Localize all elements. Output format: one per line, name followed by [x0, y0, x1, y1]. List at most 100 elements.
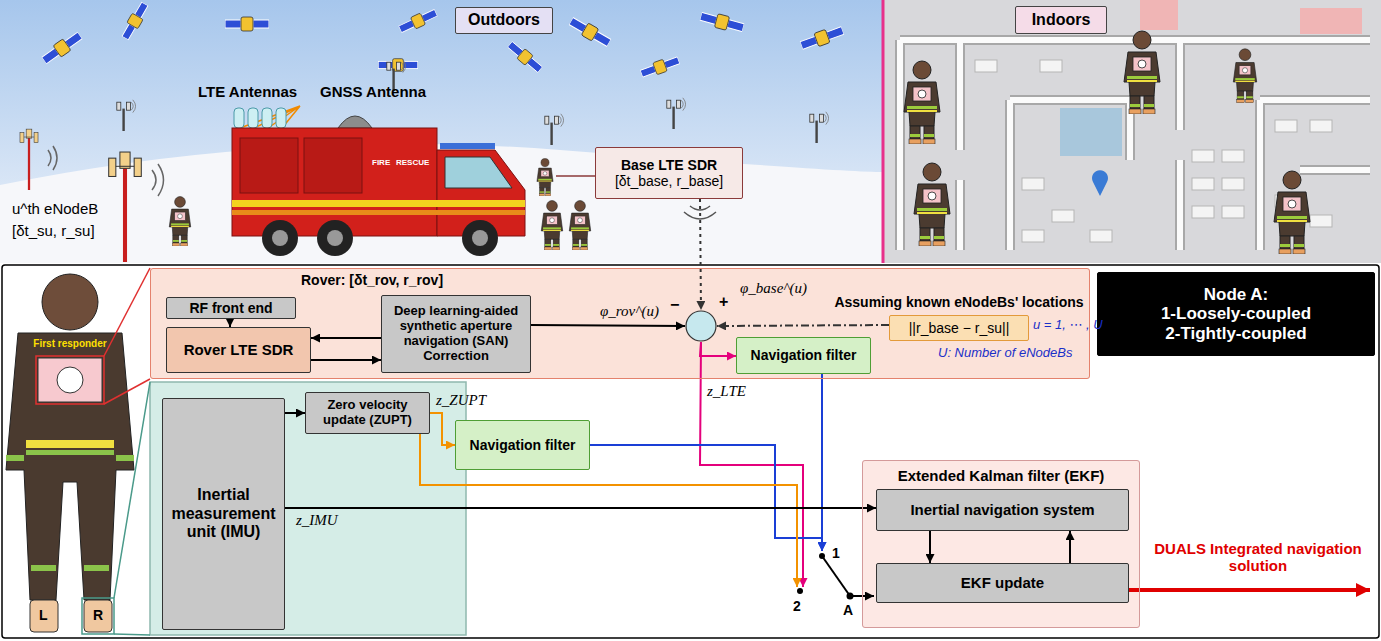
- fire-truck: [276, 108, 286, 128]
- first-responder-figure: [26, 440, 114, 448]
- first-responder-figure: [30, 600, 58, 632]
- junction-outline: [685, 310, 717, 342]
- box-label: Navigation filter: [470, 437, 576, 453]
- outdoor-scene: [667, 98, 686, 129]
- fire-truck: [232, 106, 525, 256]
- outdoor-scene: [0, 0, 883, 263]
- outdoor-scene: [40, 30, 84, 67]
- ekf-panel: Extended Kalman filter (EKF)Inertial nav…: [862, 460, 1140, 628]
- connector: [229, 319, 231, 327]
- indoor-floorplan: [1310, 120, 1332, 132]
- fire-truck: [338, 116, 372, 128]
- process-box: RF front end: [166, 297, 296, 319]
- panel-background: [862, 460, 1140, 628]
- connector: [821, 374, 823, 551]
- boot-label: R: [93, 607, 103, 623]
- indoor-floorplan: [1140, 0, 1178, 30]
- fire-truck: [248, 108, 258, 128]
- fire-truck: [440, 143, 495, 149]
- indoor-floorplan: [914, 163, 950, 246]
- connector: [531, 325, 685, 326]
- illustration: [2, 265, 1379, 638]
- connector: [311, 337, 381, 339]
- indoor-floorplan: [1274, 171, 1310, 254]
- box-label: 2-Tightly-coupled: [1165, 324, 1306, 344]
- box-label: Deep learning-aided synthetic aperture n…: [387, 304, 525, 364]
- signal-label: z_LTE: [707, 383, 746, 400]
- rover-panel: Rover: [δt_rov, r_rov] RF front endRover …: [150, 268, 1090, 379]
- fire-truck: [327, 230, 343, 246]
- connector: [700, 199, 701, 310]
- panel-heading: Assuming known eNodeBs' locations: [834, 294, 1083, 310]
- index-note: U: Number of eNodeBs: [938, 346, 1072, 361]
- sdr-box: Base LTE SDR[δt_base, r_base]: [595, 147, 743, 199]
- switch-pin: A: [843, 602, 853, 618]
- panel-heading: Rover: [δt_rov, r_rov]: [301, 272, 443, 288]
- indoor-floorplan: [1222, 206, 1244, 218]
- fire-truck: [240, 138, 298, 193]
- first-responder-figure: [6, 455, 24, 461]
- indoor-floorplan: [1092, 170, 1108, 196]
- box-label: ||r_base − r_su||: [909, 320, 1010, 336]
- outdoor-scene: [225, 17, 269, 31]
- scene-label: Indoors: [1015, 6, 1107, 34]
- sign-symbol: −: [670, 297, 679, 313]
- outdoor-scene: [117, 100, 136, 131]
- first-responder-figure: [116, 455, 134, 461]
- indoor-floorplan: [1060, 108, 1122, 156]
- first-responder-figure: [104, 379, 150, 404]
- outdoor-scene: [169, 197, 190, 246]
- indoor-floorplan: [975, 60, 997, 72]
- fire-truck: [262, 108, 272, 128]
- signal-label: z_IMU: [296, 512, 338, 529]
- outdoor-scene: [541, 201, 562, 250]
- fire-truck: [317, 220, 353, 256]
- box-label: Rover LTE SDR: [184, 341, 294, 358]
- process-box: Zero velocity update (ZUPT): [305, 392, 430, 434]
- antenna-label: LTE Antennas: [198, 83, 297, 100]
- box-label: [δt_base, r_base]: [615, 173, 723, 189]
- indoor-floorplan: [1052, 210, 1074, 222]
- outdoor-scene: [109, 152, 142, 262]
- box-label: Node A:: [1204, 285, 1269, 305]
- first-responder-figure: [82, 598, 114, 634]
- outdoor-scene: [48, 146, 164, 196]
- first-responder-figure: [6, 268, 150, 635]
- fire-truck: [462, 220, 498, 256]
- indoor-floorplan: [904, 61, 940, 144]
- first-responder-figure: [38, 358, 102, 402]
- first-responder-figure: [6, 333, 134, 600]
- switch-pin: 2: [793, 598, 801, 614]
- switch: [797, 588, 803, 594]
- first-responder-figure: [36, 356, 104, 404]
- connector: [1069, 531, 1071, 563]
- process-box: Inertial navigation system: [876, 489, 1129, 531]
- switch-pin: 1: [832, 545, 840, 561]
- connector: [929, 531, 931, 563]
- location-box: Assuming known eNodeBs' locations||r_bas…: [889, 315, 1029, 341]
- outdoor-scene: [397, 7, 438, 35]
- antenna-label: GNSS Antenna: [320, 83, 426, 100]
- connector: [590, 445, 822, 551]
- signal-label: φ_base^(u): [740, 280, 807, 297]
- box-label: EKF update: [961, 574, 1044, 591]
- indoor-floorplan: [1040, 60, 1062, 72]
- box-label: Outdoors: [468, 11, 540, 29]
- indoor-floorplan: [1233, 49, 1256, 103]
- fire-truck: [445, 157, 512, 188]
- outdoor-scene: [699, 10, 745, 35]
- box-label: Inertial navigation system: [910, 501, 1094, 518]
- sign-symbol: +: [719, 294, 728, 310]
- fire-truck: [232, 210, 525, 215]
- indoor-floorplan: [1090, 230, 1112, 242]
- legend-box: Node A:1-Loosely-coupled2-Tightly-couple…: [1097, 272, 1375, 356]
- boot-label: L: [39, 607, 48, 623]
- indoor-floorplan: [1192, 150, 1214, 162]
- outdoor-scene: [639, 54, 681, 79]
- fire-truck: [232, 128, 437, 236]
- box-label: Indoors: [1032, 11, 1091, 29]
- fire-truck: [234, 108, 244, 128]
- fire-truck: [262, 220, 298, 256]
- figure-label: First responder: [33, 338, 106, 350]
